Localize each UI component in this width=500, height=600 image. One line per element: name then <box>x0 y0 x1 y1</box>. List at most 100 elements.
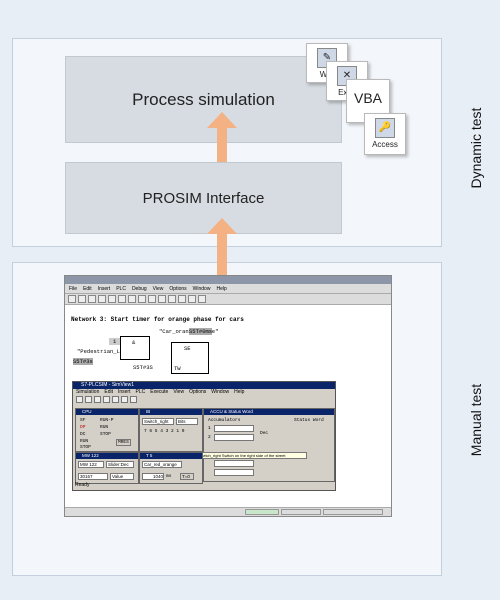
acc2-label: 2 <box>208 435 211 440</box>
plcsim-window: S7-PLCSIM - SimView1 Simulation Edit Ins… <box>72 381 336 491</box>
vba-label: VBA <box>353 90 382 106</box>
toolbar-button[interactable] <box>188 295 196 303</box>
menu-plc[interactable]: PLC <box>116 285 126 292</box>
cpu-stop-label: STOP <box>80 445 91 450</box>
acc1-label: 1 <box>208 426 211 431</box>
cpu-mode-dc: DC <box>80 432 86 437</box>
mw-value-select[interactable]: Value <box>110 473 134 480</box>
access-label: Access <box>372 140 398 149</box>
toolbar-button[interactable] <box>103 396 110 403</box>
plcsim-status: Ready <box>75 482 90 488</box>
cpu-mode-stop[interactable]: STOP <box>100 432 111 437</box>
arrow-prosim-screenshot <box>207 218 237 296</box>
timer-box: SE TW <box>171 342 209 374</box>
menu-insert[interactable]: Insert <box>97 285 111 292</box>
sim-menu-window[interactable]: Window <box>211 389 230 395</box>
toolbar-button[interactable] <box>85 396 92 403</box>
mw-address-field[interactable]: MW 122 <box>78 461 104 468</box>
menu-help[interactable]: Help <box>216 285 227 292</box>
t-value-field[interactable]: 1040 <box>142 473 164 480</box>
cpu-mode-runp[interactable]: RUN-P <box>100 418 114 423</box>
cpu-mode-dp: DP <box>80 425 86 430</box>
cpu-title: CPU <box>76 409 138 415</box>
status-word-label: Status Word <box>294 418 324 423</box>
menu-view[interactable]: View <box>152 285 164 292</box>
toolbar-button[interactable] <box>78 295 86 303</box>
toolbar-button[interactable] <box>130 396 137 403</box>
toolbar-button[interactable] <box>94 396 101 403</box>
addr-reg-1-field[interactable] <box>214 460 254 467</box>
toolbar-button[interactable] <box>76 396 83 403</box>
t-address-field[interactable]: Car_red_orange <box>142 461 182 468</box>
sim-menu-edit[interactable]: Edit <box>104 389 113 395</box>
tw-label: TW <box>174 365 181 372</box>
sim-menu-view[interactable]: View <box>173 389 185 395</box>
toolbar-button[interactable] <box>158 295 166 303</box>
toolbar-button[interactable] <box>121 396 128 403</box>
and-box: & <box>120 336 150 360</box>
timer-name: "Car_orange_phase" <box>159 328 218 335</box>
toolbar-button[interactable] <box>148 295 156 303</box>
toolbar-button[interactable] <box>98 295 106 303</box>
toolbar-button[interactable] <box>178 295 186 303</box>
input-name: "Pedestrian_Light" <box>77 348 137 355</box>
contact-num: 1 <box>109 338 121 345</box>
plcsim-toolbar <box>73 396 335 405</box>
toolbar-button[interactable] <box>88 295 96 303</box>
dec-radio[interactable]: Dec <box>260 431 269 436</box>
cpu-panel: CPU SF RUN-P DP RUN DC STOP MRES RUN STO… <box>75 408 139 452</box>
ib-panel: IB Switch_right Bits 7 6 5 4 3 2 1 0 <box>139 408 203 452</box>
arrow-sim-prosim <box>207 112 237 184</box>
sim-menu-simulation[interactable]: Simulation <box>76 389 100 395</box>
window-toolbar <box>65 294 391 305</box>
access-icon: 🔑 <box>375 118 395 138</box>
sim-menu-options[interactable]: Options <box>189 389 207 395</box>
toolbar-button[interactable] <box>168 295 176 303</box>
menu-edit[interactable]: Edit <box>83 285 92 292</box>
ib-address-field[interactable]: Switch_right <box>142 418 174 425</box>
toolbar-button[interactable] <box>112 396 119 403</box>
plcsim-menubar: Simulation Edit Insert PLC Execute View … <box>73 389 335 396</box>
sim-menu-execute[interactable]: Execute <box>150 389 169 395</box>
t-panel: T 5 Car_red_orange 1040 ms T=0 <box>139 452 203 484</box>
cpu-mres-button[interactable]: MRES <box>116 439 131 446</box>
toolbar-button[interactable] <box>128 295 136 303</box>
status-seg <box>323 509 383 515</box>
toolbar-button[interactable] <box>118 295 126 303</box>
prosim-interface-label: PROSIM Interface <box>142 189 265 207</box>
ib-format-select[interactable]: Bits <box>176 418 198 425</box>
toolbar-button[interactable] <box>108 295 116 303</box>
accu-title: ACCU & Status Word <box>204 409 334 415</box>
status-seg <box>245 509 279 515</box>
accumulators-label: Accumulators <box>208 418 241 423</box>
acc1-field[interactable] <box>214 425 254 432</box>
menu-debug[interactable]: Debug <box>131 285 147 292</box>
mw-value-field[interactable]: 30167 <box>78 473 108 480</box>
sim-menu-plc[interactable]: PLC <box>135 389 146 395</box>
t-unit: ms <box>166 474 172 479</box>
mw-format-select[interactable]: Slider:Dec <box>106 461 134 468</box>
t-title: T 5 <box>140 453 202 459</box>
plcsim-title: S7-PLCSIM - SimView1 <box>73 382 335 389</box>
cpu-mode-run[interactable]: RUN <box>100 425 109 430</box>
t-reset-button[interactable]: T=0 <box>180 473 194 480</box>
tv-label: S5T#3S <box>133 364 153 371</box>
menu-options[interactable]: Options <box>169 285 187 292</box>
mw-panel: MW 122 MW 122 Slider:Dec 30167 Value <box>75 452 139 484</box>
time-value: S5T#3s <box>73 358 93 365</box>
window-menubar: File Edit Insert PLC Debug View Options … <box>65 284 391 294</box>
acc2-field[interactable] <box>214 434 254 441</box>
sim-menu-insert[interactable]: Insert <box>117 389 131 395</box>
window-titlebar <box>65 276 391 284</box>
menu-window[interactable]: Window <box>192 285 211 292</box>
access-card: 🔑 Access <box>364 113 406 155</box>
toolbar-button[interactable] <box>68 295 76 303</box>
toolbar-button[interactable] <box>138 295 146 303</box>
menu-file[interactable]: File <box>69 285 78 292</box>
prosim-interface-box: PROSIM Interface <box>65 162 342 234</box>
toolbar-button[interactable] <box>198 295 206 303</box>
timer-type: SE <box>184 345 191 352</box>
sim-menu-help[interactable]: Help <box>234 389 245 395</box>
cpu-run-label: RUN <box>80 439 89 444</box>
addr-reg-2-field[interactable] <box>214 469 254 476</box>
